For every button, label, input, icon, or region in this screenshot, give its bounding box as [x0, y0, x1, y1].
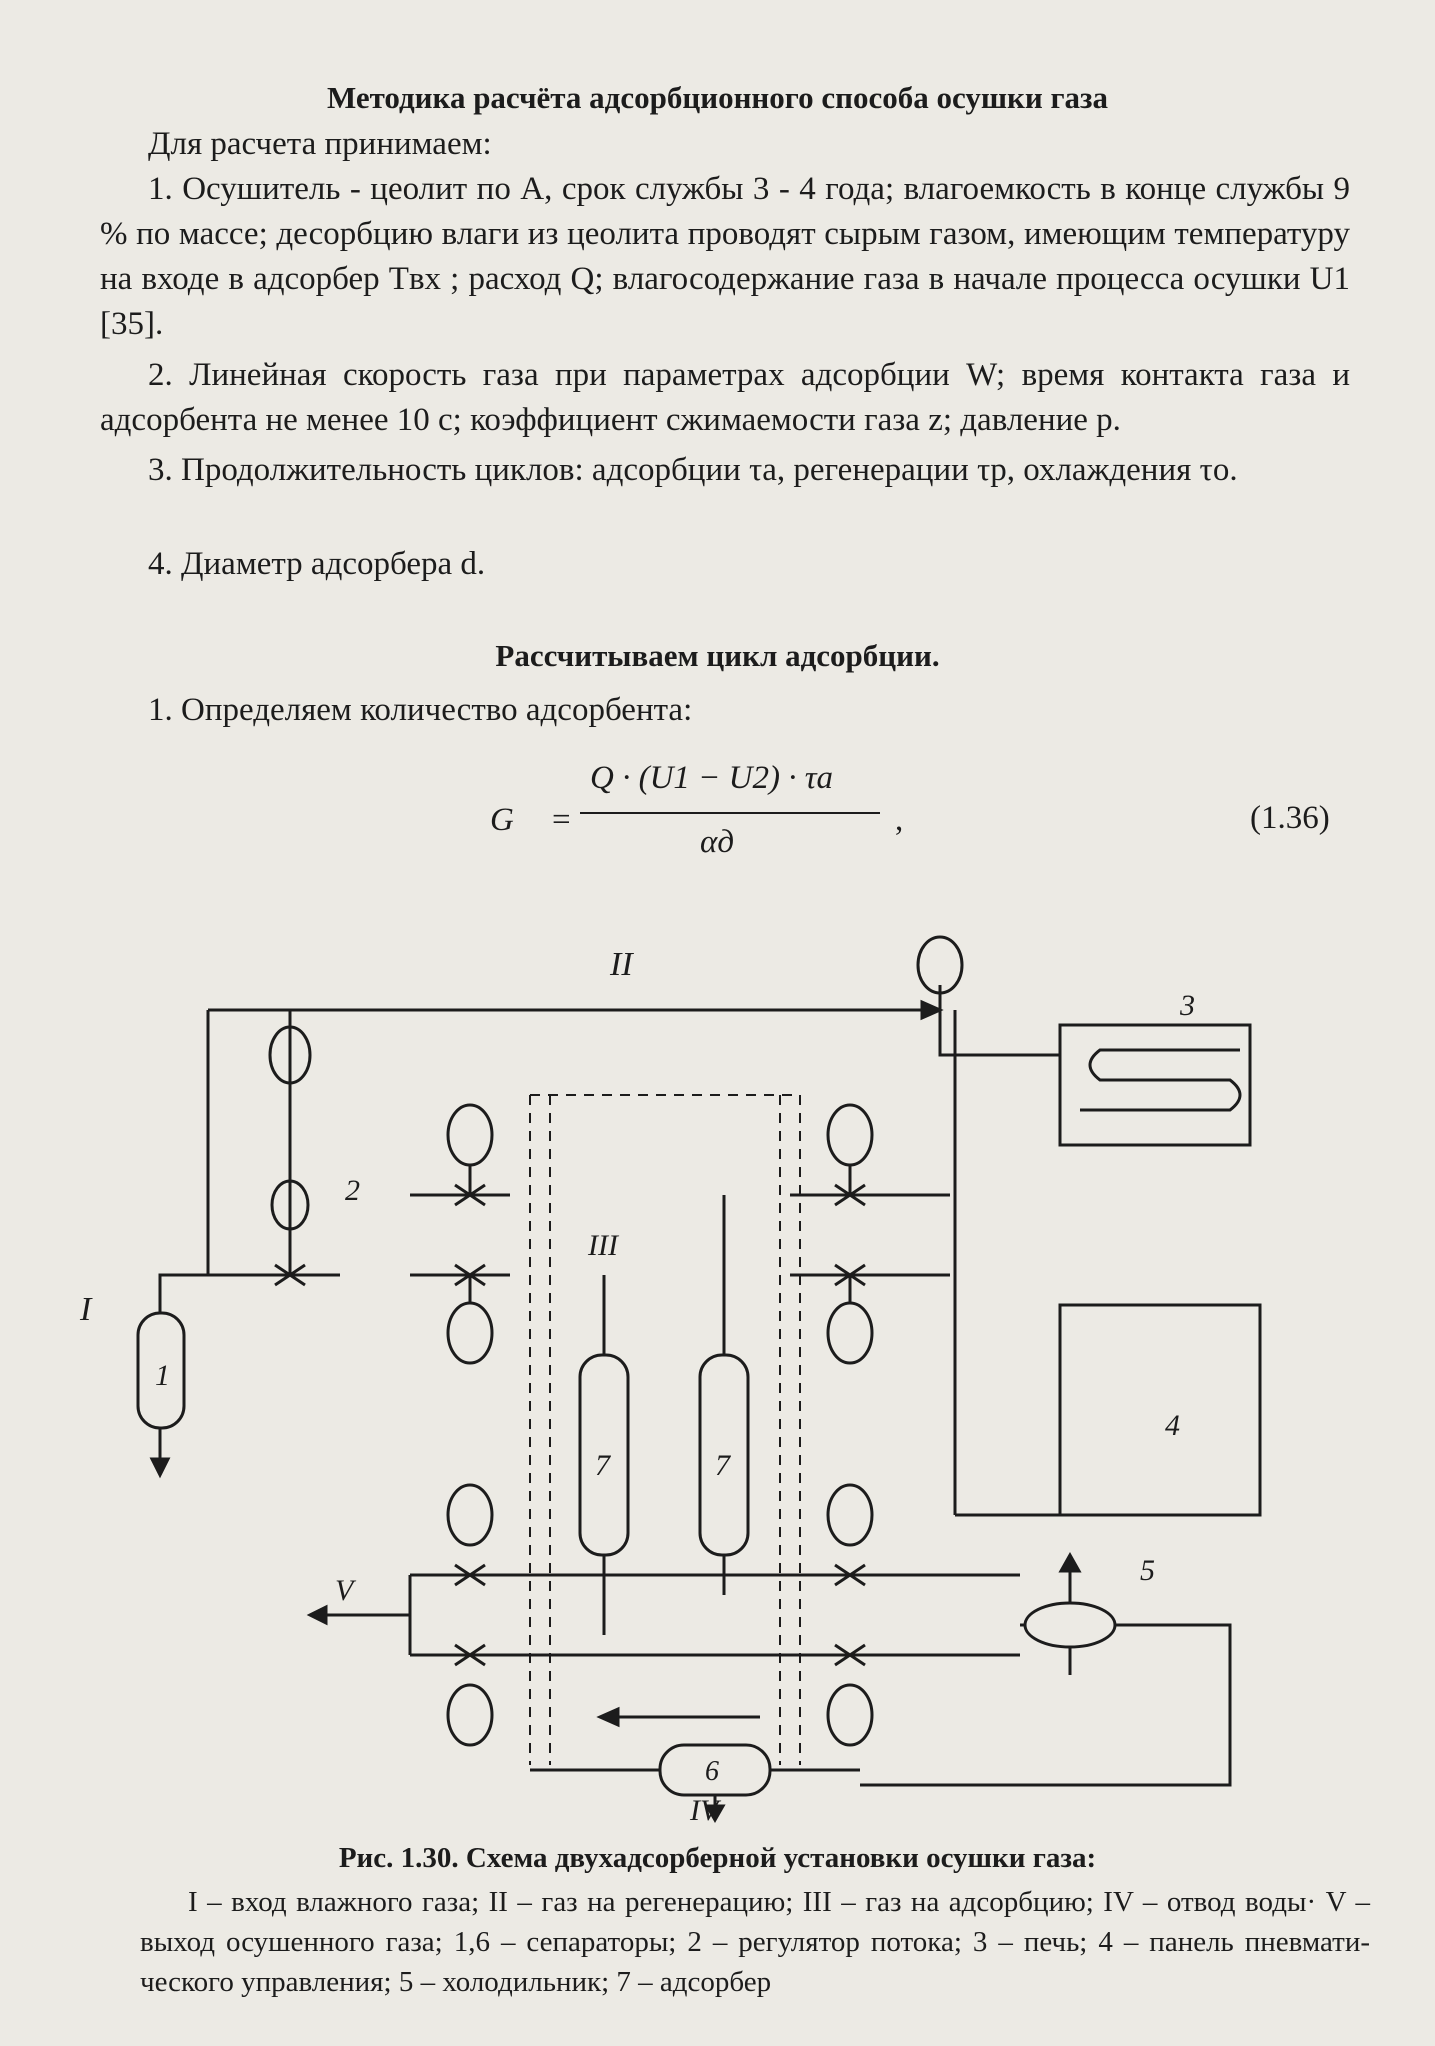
- arrow-top-right: [920, 999, 944, 1021]
- pipe-furnace: [938, 985, 1060, 1375]
- label-n7b: 7: [715, 1449, 732, 1482]
- formula-equals: =: [552, 802, 571, 838]
- valve-actuator-ll1: [446, 1483, 494, 1547]
- valve-actuator-ur1: [826, 1103, 874, 1167]
- pipe-left-riser: [206, 1010, 340, 1277]
- furnace-3: [1058, 1023, 1252, 1147]
- panel-4: [1058, 1303, 1262, 1517]
- intro-text: Для расчета принимаем:: [148, 126, 492, 162]
- arrow-cooler-up: [1058, 1551, 1082, 1573]
- formula-denominator: αд: [700, 824, 735, 860]
- label-flow-II: II: [609, 946, 634, 983]
- equation-number: (1.36): [1250, 800, 1330, 836]
- label-flow-V: V: [335, 1574, 357, 1607]
- valve-regulator: [274, 1263, 306, 1287]
- arrow-outlet-V: [306, 1604, 328, 1626]
- regulator-cap-top: [268, 1025, 312, 1085]
- label-flow-III: III: [587, 1229, 620, 1262]
- step-1-text: 1. Определяем количество адсорбента:: [148, 692, 693, 728]
- figure-caption-text: I – вход влажного газа; II – газ на реге…: [140, 1886, 1370, 1998]
- pipe-upper-right-header: [790, 1165, 950, 1303]
- flow-regulator: [270, 1179, 310, 1231]
- section-heading: Рассчитываем цикл адсорбции.: [495, 638, 940, 673]
- item-1: 1. Осушитель - цеолит по А, срок службы …: [100, 171, 1350, 342]
- formula-numerator: Q · (U1 − U2) · τa: [590, 760, 834, 796]
- label-n2: 2: [345, 1174, 360, 1207]
- figure-caption-title: Рис. 1.30. Схема двухадсорберной установ…: [338, 1842, 1097, 1874]
- formula-comma: ,: [895, 802, 904, 838]
- fraction-bar: [580, 812, 880, 814]
- valve-actuator-ul2: [446, 1301, 494, 1365]
- label-n5: 5: [1140, 1554, 1155, 1587]
- label-flow-IV: IV: [689, 1794, 722, 1825]
- valve-actuator-ul1: [446, 1103, 494, 1167]
- label-n1: 1: [155, 1359, 170, 1392]
- valve-actuator-lr1: [826, 1483, 874, 1547]
- valve-actuator-top: [916, 935, 964, 995]
- label-n6: 6: [705, 1756, 719, 1787]
- cooler-5: [1023, 1601, 1117, 1649]
- label-n7a: 7: [595, 1449, 612, 1482]
- valve-actuator-ll2: [446, 1683, 494, 1747]
- process-diagram: I II III IV V 1 2 3 4 5 6 7 7: [79, 935, 1262, 1825]
- document-title: Методика расчёта адсорбционного способа …: [326, 80, 1109, 115]
- item-2: 2. Линейная скорость газа при параметрах…: [100, 357, 1350, 438]
- label-flow-I: I: [79, 1291, 93, 1328]
- item-4: 4. Диаметр адсорбера d.: [148, 546, 486, 582]
- valve-actuator-lr2: [826, 1683, 874, 1747]
- pipe-upper-left-header: [410, 1165, 510, 1303]
- label-n4: 4: [1165, 1409, 1180, 1442]
- pipe-lower-headers: [408, 1573, 1020, 1657]
- pipe-adsorbers: [602, 1195, 726, 1635]
- formula-lhs: G: [490, 802, 514, 838]
- valve-actuator-ur2: [826, 1301, 874, 1365]
- arrow-separator-6: [704, 1804, 726, 1824]
- pipe-cooler: [860, 1555, 1232, 1787]
- furnace-coil: [1080, 1048, 1242, 1112]
- item-3: 3. Продолжительность циклов: адсорбции τ…: [148, 452, 1238, 488]
- label-n3: 3: [1179, 989, 1195, 1022]
- formula-1-36: G = Q · (U1 − U2) · τa αд ,: [480, 752, 920, 882]
- pipe-panel-link: [953, 1375, 1060, 1517]
- arrow-separator-1: [149, 1457, 171, 1479]
